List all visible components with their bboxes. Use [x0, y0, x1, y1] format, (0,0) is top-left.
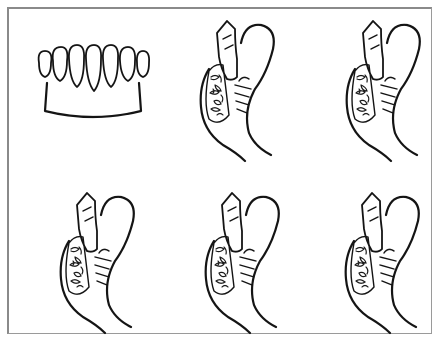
tooth-cross-section-icon [325, 15, 425, 165]
tooth-cross-section-icon [179, 15, 279, 165]
tooth-cross-section-icon [39, 187, 139, 337]
tooth-cross-section-icon [184, 187, 284, 337]
tooth-cross-section-icon [324, 187, 424, 337]
dental-arch-icon [33, 41, 153, 121]
figure-frame [7, 7, 432, 334]
